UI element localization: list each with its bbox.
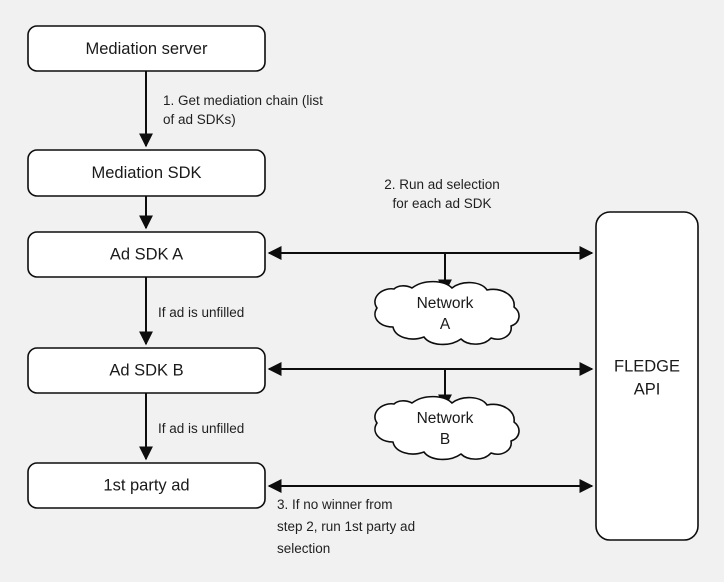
node-network-b-shape xyxy=(374,395,520,461)
node-network-a-shape xyxy=(374,280,520,346)
edge-label-step3-line1: 3. If no winner from xyxy=(277,497,393,512)
node-network-b-label-line1: Network xyxy=(417,410,474,427)
node-fledge-api-label-line1: FLEDGE xyxy=(614,357,680,375)
node-ad-sdk-a-label: Ad SDK A xyxy=(110,245,183,263)
node-network-b-label-line2: B xyxy=(440,431,450,448)
node-mediation-sdk-shape xyxy=(27,149,266,197)
node-ad-sdk-b-label: Ad SDK B xyxy=(109,361,183,379)
node-network-a-label-line2: A xyxy=(440,316,451,333)
node-first-party-ad-shape xyxy=(27,462,266,509)
node-mediation-server-label: Mediation server xyxy=(86,40,208,58)
edge-label-step3-line3: selection xyxy=(277,541,330,556)
edge-label-step1-line1: 1. Get mediation chain (list xyxy=(163,93,323,108)
edge-label-step1-line2: of ad SDKs) xyxy=(163,112,236,127)
edge-label-step2: 2. Run ad selection for each ad SDK xyxy=(384,177,500,211)
node-mediation-sdk[interactable]: Mediation SDK xyxy=(27,149,266,197)
node-ad-sdk-a[interactable]: Ad SDK A xyxy=(27,231,266,278)
edge-label-unfilled-a: If ad is unfilled xyxy=(158,305,244,320)
node-fledge-api-label-line2: API xyxy=(634,380,661,398)
node-first-party-ad-label: 1st party ad xyxy=(103,476,189,494)
edge-label-step2-line1: 2. Run ad selection xyxy=(384,177,500,192)
node-network-a[interactable]: Network A xyxy=(374,280,520,346)
node-mediation-server-shape xyxy=(27,25,266,72)
node-ad-sdk-b-shape xyxy=(27,347,266,394)
node-ad-sdk-a-shape xyxy=(27,231,266,278)
node-network-a-label-line1: Network xyxy=(417,295,474,312)
node-fledge-api-shape xyxy=(595,211,699,541)
edge-label-step2-line2: for each ad SDK xyxy=(392,196,491,211)
node-ad-sdk-b[interactable]: Ad SDK B xyxy=(27,347,266,394)
node-mediation-server[interactable]: Mediation server xyxy=(27,25,266,72)
node-mediation-sdk-label: Mediation SDK xyxy=(91,164,201,182)
node-fledge-api[interactable]: FLEDGE API xyxy=(595,211,699,541)
edge-label-step1: 1. Get mediation chain (list of ad SDKs) xyxy=(163,93,323,127)
node-first-party-ad[interactable]: 1st party ad xyxy=(27,462,266,509)
edge-label-unfilled-b: If ad is unfilled xyxy=(158,421,244,436)
edge-label-step3: 3. If no winner from step 2, run 1st par… xyxy=(277,497,415,556)
edge-label-step3-line2: step 2, run 1st party ad xyxy=(277,519,415,534)
node-network-b[interactable]: Network B xyxy=(374,395,520,461)
